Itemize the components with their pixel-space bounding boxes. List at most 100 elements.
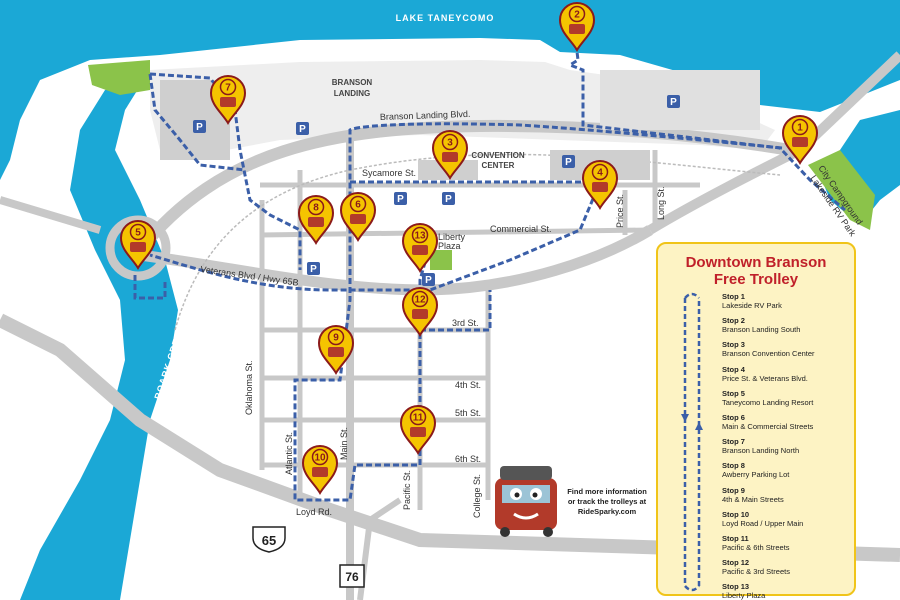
street-5th: 5th St.: [455, 408, 481, 418]
legend-stop-label: Stop 6: [722, 413, 745, 422]
stop-pin-number: 3: [447, 138, 453, 149]
street-oklahoma: Oklahoma St.: [244, 360, 254, 415]
stop-pin-number: 11: [413, 413, 424, 424]
stop-pin-10[interactable]: 10: [301, 445, 339, 495]
legend-title-line2: Free Trolley: [713, 271, 799, 288]
stop-pin-13[interactable]: 13: [401, 223, 439, 273]
legend-stop-label: Stop 3: [722, 340, 745, 350]
stop-pin-number: 2: [574, 10, 580, 21]
street-atlantic: Atlantic St.: [284, 432, 294, 475]
street-branson-landing-blvd: Branson Landing Blvd.: [380, 109, 471, 122]
legend-stop-label: Stop 12: [722, 558, 750, 568]
parking-icon: [667, 95, 680, 108]
stop-pin-1[interactable]: 1: [781, 115, 819, 165]
legend-stop-desc: Branson Landing South: [722, 325, 801, 335]
legend-stop-desc: Branson Convention Center: [722, 349, 815, 359]
street-pacific: Pacific St.: [402, 470, 412, 510]
street-price: Price St.: [615, 194, 625, 228]
street-loyd: Loyd Rd.: [296, 507, 332, 517]
trolley-icon: [592, 182, 608, 192]
parking-icon: [562, 155, 575, 168]
legend-stop-desc: Awberry Parking Lot: [722, 470, 790, 480]
legend-stop-label: Stop 4: [722, 364, 745, 374]
parking-label: P: [397, 194, 404, 205]
stop-pin-7[interactable]: 7: [209, 75, 247, 125]
legend-stop-desc: Taneycomo Landing Resort: [722, 397, 814, 407]
parking-label: P: [565, 157, 572, 168]
stop-pin-11[interactable]: 11: [399, 405, 437, 455]
legend-stop-desc: Liberty Plaza: [722, 591, 766, 600]
trolley-icon: [442, 152, 458, 162]
state-76-shield: 76: [339, 564, 365, 588]
street-sycamore: Sycamore St.: [362, 168, 416, 178]
stop-pin-number: 8: [313, 203, 319, 214]
legend-stop-desc: Lakeside RV Park: [722, 301, 782, 310]
trolley-icon: [328, 347, 344, 357]
parking-label: P: [670, 97, 677, 108]
trolley-icon: [350, 214, 366, 224]
street-long: Long St.: [656, 186, 666, 220]
street-6th: 6th St.: [455, 454, 481, 464]
trolley-icon: [410, 427, 426, 437]
state-76-label: 76: [345, 570, 359, 584]
railroad: [174, 153, 781, 331]
trolley-icon: [220, 97, 236, 107]
legend-stop-label: Stop 1: [722, 292, 745, 301]
stop-pin-2[interactable]: 2: [558, 2, 596, 52]
street-main: Main St.: [339, 427, 349, 460]
stop-pin-number: 7: [225, 83, 231, 94]
legend-stop-desc: Pacific & 6th Streets: [722, 543, 790, 552]
info-link[interactable]: RideSparky.com: [577, 507, 637, 516]
stop-pin-number: 1: [797, 123, 803, 134]
stop-pin-6[interactable]: 6: [339, 192, 377, 242]
stop-pin-number: 12: [414, 295, 426, 306]
stop-pin-9[interactable]: 9: [317, 325, 355, 375]
stop-pin-number: 9: [333, 333, 339, 344]
us-65-label: 65: [262, 533, 276, 548]
stop-pin-number: 10: [314, 453, 326, 464]
trolley-icon: [792, 137, 808, 147]
stop-pin-5[interactable]: 5: [119, 220, 157, 270]
legend-stop-desc: 4th & Main Streets: [722, 494, 784, 504]
parking-icon: [193, 120, 206, 133]
stop-pin-3[interactable]: 3: [431, 130, 469, 180]
legend-stop-label: Stop 9: [722, 485, 745, 495]
street-3rd: 3rd St.: [452, 318, 479, 328]
parking-icon: [394, 192, 407, 205]
stop-pin-8[interactable]: 8: [297, 195, 335, 245]
trolley-icon: [569, 24, 585, 34]
park-area: [88, 60, 150, 95]
info-line1: Find more information: [567, 487, 647, 496]
parking-icon: [422, 273, 435, 286]
street-4th: 4th St.: [455, 380, 481, 390]
legend-stop-desc: Branson Landing North: [722, 446, 800, 456]
street-commercial: Commercial St.: [490, 224, 552, 234]
legend-stop-label: Stop 8: [722, 461, 745, 471]
legend-stop-label: Stop 11: [722, 534, 749, 543]
street-college: College St.: [472, 474, 482, 518]
parking-label: P: [425, 275, 432, 286]
trolley-icon: [312, 467, 328, 477]
legend-stop-label: Stop 13: [722, 582, 750, 592]
legend-stop-label: Stop 10: [722, 509, 750, 519]
lake-taneycomo: [0, 0, 900, 180]
parking-label: P: [310, 264, 317, 275]
sparky-trolley-illustration: [495, 466, 557, 537]
stop-pin-4[interactable]: 4: [581, 160, 619, 210]
trolley-icon: [412, 309, 428, 319]
trolley-icon: [412, 245, 428, 255]
legend-stop-desc: Pacific & 3rd Streets: [722, 567, 790, 577]
stop-pin-number: 13: [414, 231, 426, 242]
stop-pin-12[interactable]: 12: [401, 287, 439, 337]
parking-icon: [442, 192, 455, 205]
info-text: Find more information or track the troll…: [562, 487, 652, 517]
legend-stop-label: Stop 2: [722, 316, 745, 326]
campground-park: [808, 150, 875, 230]
stop-pin-number: 6: [355, 200, 361, 211]
stop-pin-number: 5: [135, 228, 141, 239]
legend-stop-desc: Price St. & Veterans Blvd.: [722, 373, 808, 383]
parking-icon: [296, 122, 309, 135]
liberty-plaza-green: [430, 250, 452, 270]
